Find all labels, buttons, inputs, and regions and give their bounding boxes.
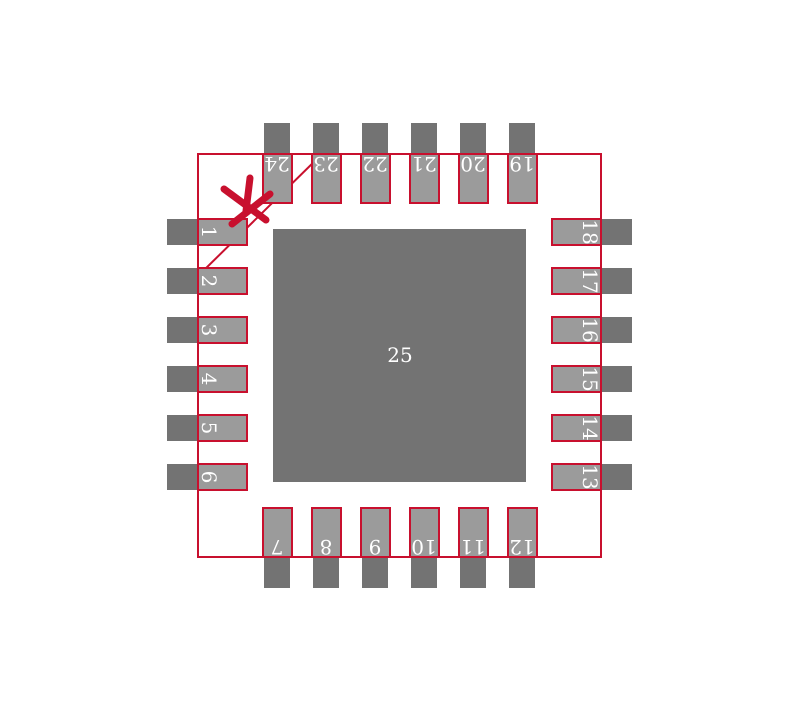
pin-19-land: [507, 153, 538, 204]
pin-label-13: 13: [578, 464, 602, 489]
pin-2-land: [197, 267, 248, 295]
pin-label-6: 6: [197, 471, 221, 484]
pin-18-land: [551, 218, 602, 246]
pin-22-land: [360, 153, 391, 204]
pin-14-land: [551, 414, 602, 442]
pin-12-land: [507, 507, 538, 558]
pin-label-16: 16: [578, 317, 602, 342]
pin-label-21: 21: [411, 152, 436, 176]
pin-3-land: [197, 316, 248, 344]
pin-label-23: 23: [313, 152, 338, 176]
pin-24-land: [262, 153, 293, 204]
pin-20-land: [458, 153, 489, 204]
pin-8-land: [311, 507, 342, 558]
pin-label-20: 20: [460, 152, 485, 176]
pad-light-layer: [197, 153, 602, 558]
pin-label-5: 5: [197, 422, 221, 435]
pin-label-17: 17: [578, 268, 602, 293]
pin-label-11: 11: [460, 535, 485, 559]
pin-6-land: [197, 463, 248, 491]
pin-label-8: 8: [320, 535, 333, 559]
pin-23-land: [311, 153, 342, 204]
pin-label-19: 19: [509, 152, 534, 176]
pin-label-14: 14: [578, 415, 602, 440]
pin-label-9: 9: [369, 535, 382, 559]
pin-17-land: [551, 267, 602, 295]
pin-5-land: [197, 414, 248, 442]
pin-21-land: [409, 153, 440, 204]
pin-label-22: 22: [362, 152, 387, 176]
exposed-thermal-pad: [273, 229, 526, 482]
pin-label-3: 3: [197, 324, 221, 337]
pin-15-land: [551, 365, 602, 393]
pin-4-land: [197, 365, 248, 393]
pin-label-24: 24: [264, 152, 289, 176]
pin-label-2: 2: [197, 275, 221, 288]
pin-7-land: [262, 507, 293, 558]
pin-label-1: 1: [197, 226, 221, 239]
pin-label-4: 4: [197, 373, 221, 386]
pin-11-land: [458, 507, 489, 558]
pin-label-7: 7: [271, 535, 284, 559]
pin-1-land: [197, 218, 248, 246]
package-body-outline: [197, 153, 602, 558]
pin-label-10: 10: [411, 535, 436, 559]
asterisk-icon: [220, 174, 274, 228]
pin-9-land: [360, 507, 391, 558]
pin-label-15: 15: [578, 366, 602, 391]
exposed-pad-label: 25: [387, 343, 412, 367]
pin-label-12: 12: [509, 535, 534, 559]
pin-10-land: [409, 507, 440, 558]
pin-label-18: 18: [578, 219, 602, 244]
pin-13-land: [551, 463, 602, 491]
pin-16-land: [551, 316, 602, 344]
